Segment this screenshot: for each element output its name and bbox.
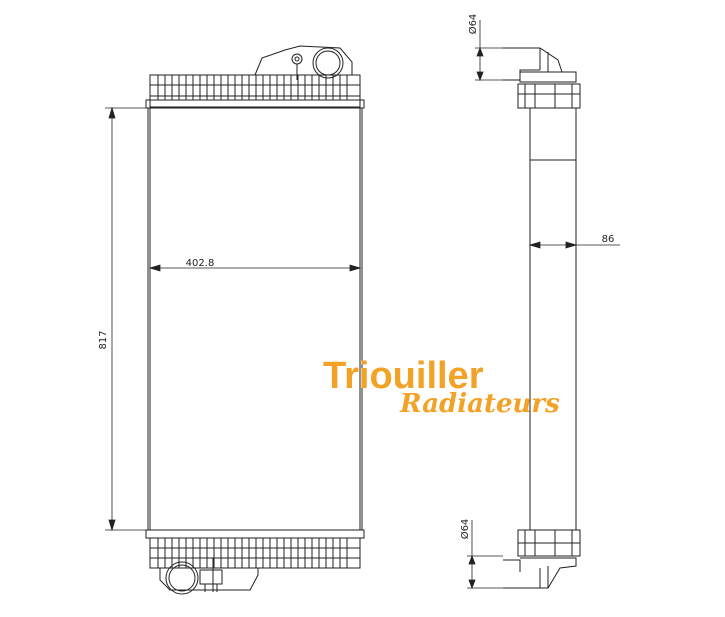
bottom-inlet-pipe	[165, 561, 199, 595]
bottom-pipe-label: Ø64	[459, 519, 471, 540]
top-tank	[145, 45, 365, 109]
side-bottom-connector	[503, 529, 581, 589]
width-dimension	[148, 264, 362, 272]
logo-brand: Triouiller	[323, 355, 484, 397]
logo-tagline: Radiateurs	[399, 389, 560, 419]
depth-label: 86	[602, 234, 615, 245]
radiator-core	[147, 107, 363, 531]
width-label: 402.8	[186, 258, 215, 269]
front-view	[145, 45, 365, 595]
depth-dimension	[528, 241, 620, 249]
brand-logo: Triouiller Radiateurs	[323, 355, 560, 419]
side-top-connector	[503, 47, 581, 109]
bottom-tank	[145, 529, 365, 592]
side-view	[503, 47, 581, 589]
top-pipe-dimension	[475, 20, 503, 82]
side-core	[529, 107, 577, 531]
top-tank-ribs	[157, 75, 348, 100]
bottom-pipe-dimension	[467, 520, 503, 590]
top-pipe-label: Ø64	[467, 14, 479, 35]
bottom-tank-ribs	[157, 538, 348, 568]
height-label: 817	[98, 330, 109, 349]
top-outlet-pipe	[312, 47, 344, 79]
height-dimension	[105, 106, 148, 532]
